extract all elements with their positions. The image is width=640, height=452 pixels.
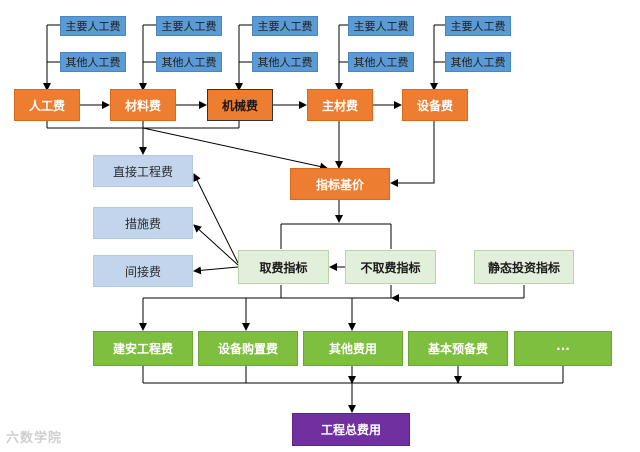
- other-labor-box-2: 其他人工费: [156, 52, 222, 72]
- sub-connector-material: [139, 24, 156, 91]
- machinery-cost-box: 机械费: [207, 89, 273, 121]
- material-cost-box: 材料费: [110, 89, 176, 121]
- sub-connector-main-material: [335, 24, 348, 91]
- index-base-price-box: 指标基价: [290, 168, 390, 200]
- sub-connector-labor: [43, 24, 60, 91]
- main-labor-box-2: 主要人工费: [156, 16, 222, 36]
- indirect-cost-box: 间接费: [93, 255, 193, 287]
- fee-indicator-box: 取费指标: [238, 250, 329, 284]
- sub-connector-machinery: [235, 24, 252, 91]
- other-costs-box: 其他费用: [303, 331, 403, 366]
- other-labor-box-4: 其他人工费: [348, 52, 414, 72]
- other-labor-box-3: 其他人工费: [252, 52, 318, 72]
- basic-reserve-cost-box: 基本预备费: [408, 331, 508, 366]
- static-investment-indicator-box: 静态投资指标: [474, 250, 574, 284]
- main-material-cost-box: 主材费: [307, 89, 373, 121]
- watermark-logo: 六数学院: [6, 431, 63, 446]
- main-labor-box-1: 主要人工费: [60, 16, 126, 36]
- other-labor-box-5: 其他人工费: [445, 52, 511, 72]
- main-labor-box-5: 主要人工费: [445, 16, 511, 36]
- equipment-cost-box: 设备费: [402, 89, 468, 121]
- more-costs-box: ···: [514, 331, 612, 366]
- main-labor-box-4: 主要人工费: [348, 16, 414, 36]
- equipment-purchase-cost-box: 设备购置费: [198, 331, 298, 366]
- measures-cost-box: 措施费: [93, 207, 193, 239]
- total-project-cost-box: 工程总费用: [292, 413, 410, 446]
- construction-install-cost-box: 建安工程费: [93, 331, 193, 366]
- sub-connector-equipment: [430, 24, 445, 91]
- no-fee-indicator-box: 不取费指标: [345, 250, 436, 284]
- direct-engineering-cost-box: 直接工程费: [93, 155, 193, 187]
- other-labor-box-1: 其他人工费: [60, 52, 126, 72]
- main-labor-box-3: 主要人工费: [252, 16, 318, 36]
- labor-cost-box: 人工费: [14, 89, 80, 121]
